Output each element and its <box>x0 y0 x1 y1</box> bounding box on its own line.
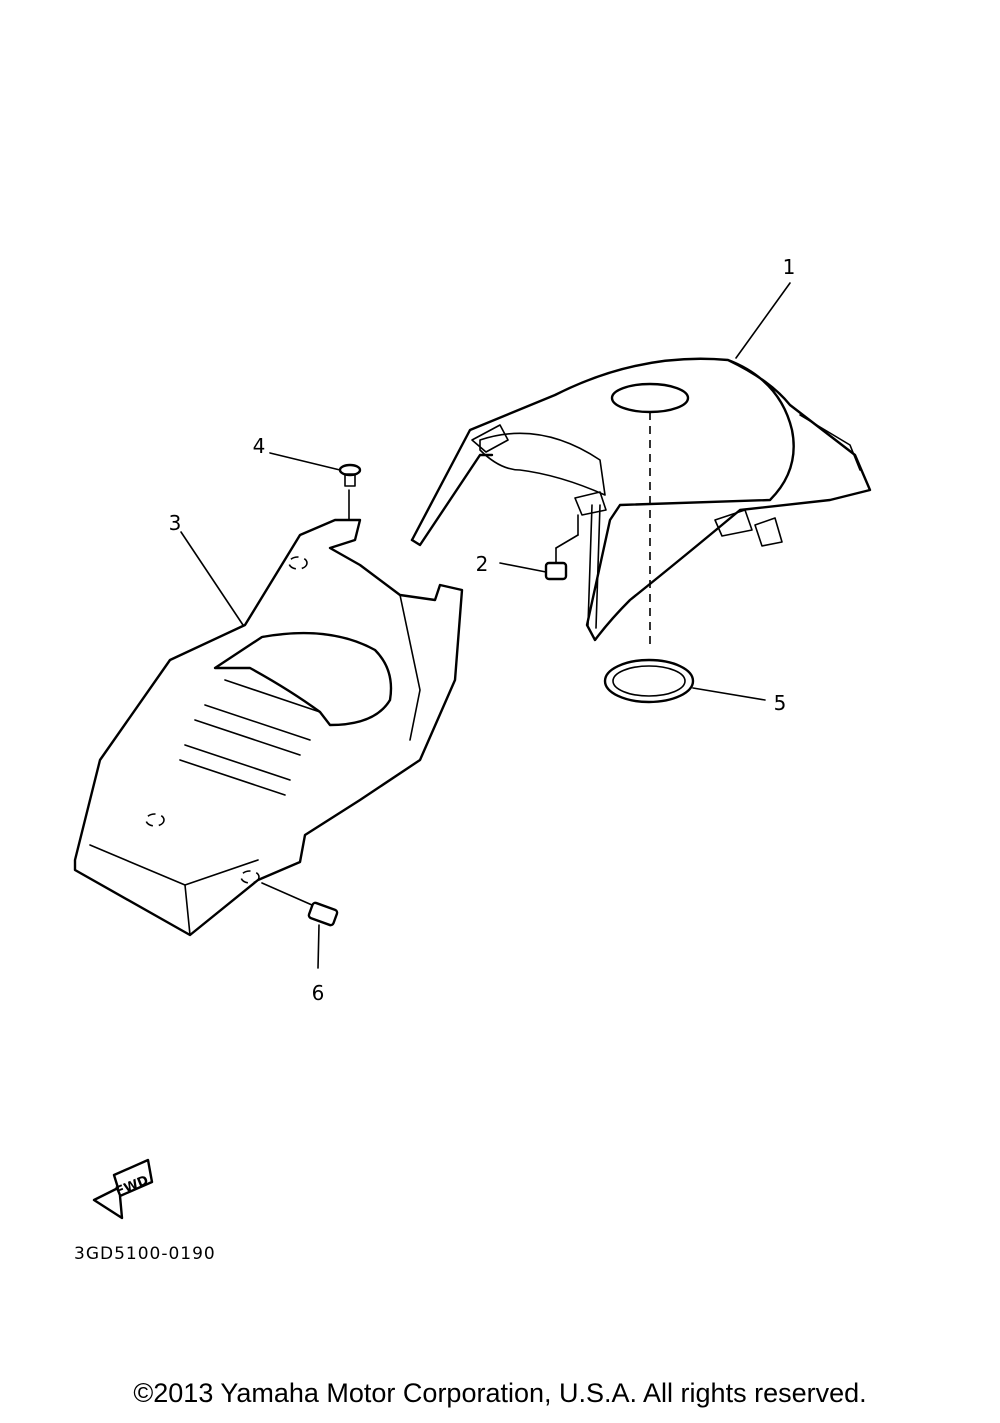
callout-3: 3 <box>169 511 182 535</box>
callout-4: 4 <box>253 434 266 458</box>
callout-2: 2 <box>476 552 489 576</box>
part-6-bolt <box>261 882 339 927</box>
callout-labels: 1 2 3 4 5 6 <box>169 255 796 1005</box>
callout-6: 6 <box>312 981 325 1005</box>
callout-1: 1 <box>783 255 796 279</box>
copyright-notice: ©2013 Yamaha Motor Corporation, U.S.A. A… <box>133 1378 867 1408</box>
fwd-label: FWD <box>114 1173 151 1200</box>
leader-lines <box>180 282 791 969</box>
part-3-seat-cover <box>73 518 464 937</box>
drawing-code: 3GD5100-0190 <box>74 1244 216 1264</box>
part-4-screw <box>338 463 362 521</box>
part-5-ring <box>603 658 695 704</box>
part-2-nut <box>544 514 579 581</box>
part-1-tank-cover <box>410 357 872 650</box>
forward-arrow-icon: FWD <box>92 1158 154 1220</box>
callout-5: 5 <box>774 691 787 715</box>
